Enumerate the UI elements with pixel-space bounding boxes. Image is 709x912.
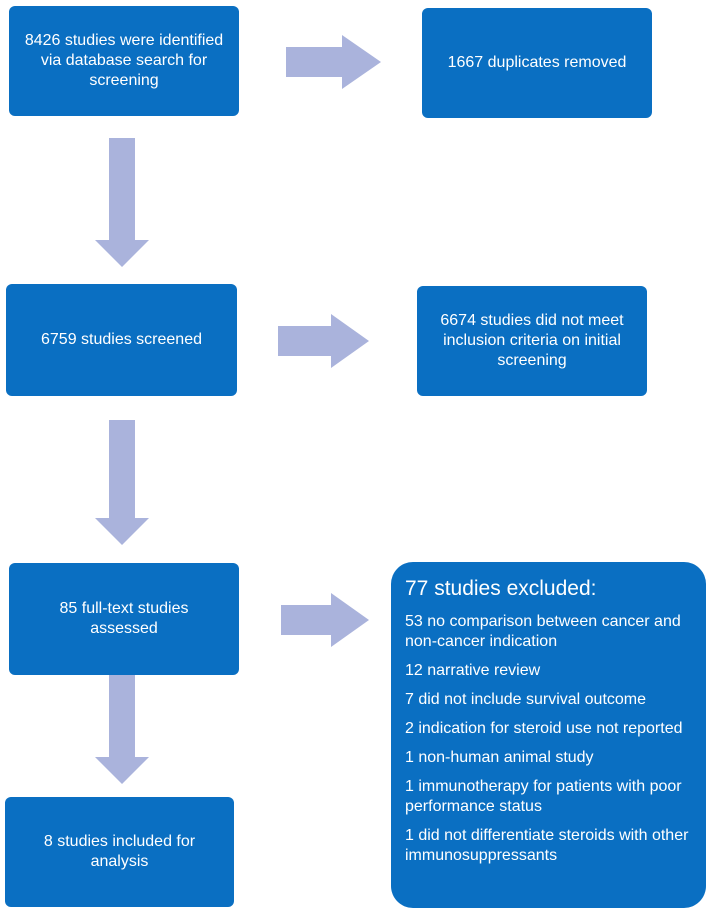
arrow-right-2 <box>278 314 369 368</box>
arrow-right-1 <box>286 35 381 89</box>
excluded-item: 53 no comparison between cancer and non-… <box>405 613 681 650</box>
excluded-item: 12 narrative review <box>405 662 541 679</box>
fulltext-box: 85 full-text studies assessed <box>9 563 239 675</box>
excluded-item: 2 indication for steroid use not reporte… <box>405 720 683 737</box>
excluded-item: 1 did not differentiate steroids with ot… <box>405 827 689 864</box>
excluded-title: 77 studies excluded: <box>405 577 597 600</box>
excluded-item: 1 immunotherapy for patients with poor p… <box>405 778 682 815</box>
arrow-right-3 <box>281 593 369 647</box>
arrow-down-3 <box>95 675 149 784</box>
excluded-box: 77 studies excluded: 53 no comparison be… <box>391 562 706 908</box>
arrow-down-2 <box>95 420 149 545</box>
arrow-down-1 <box>95 138 149 267</box>
screened-box: 6759 studies screened <box>6 284 237 396</box>
not-met-box: 6674 studies did not meet inclusion crit… <box>417 286 647 396</box>
excluded-item: 7 did not include survival outcome <box>405 691 647 708</box>
fulltext-text: 85 full-text studies assessed <box>59 600 189 637</box>
included-text: 8 studies included for analysis <box>43 833 196 870</box>
not-met-text: 6674 studies did not meet inclusion crit… <box>440 312 624 369</box>
screened-text: 6759 studies screened <box>41 331 202 348</box>
duplicates-text: 1667 duplicates removed <box>447 54 627 71</box>
excluded-item: 1 non-human animal study <box>405 749 594 766</box>
identified-box: 8426 studies were identified via databas… <box>9 6 239 116</box>
duplicates-box: 1667 duplicates removed <box>422 8 652 118</box>
identified-text: 8426 studies were identified via databas… <box>24 32 224 89</box>
included-box: 8 studies included for analysis <box>5 797 234 907</box>
